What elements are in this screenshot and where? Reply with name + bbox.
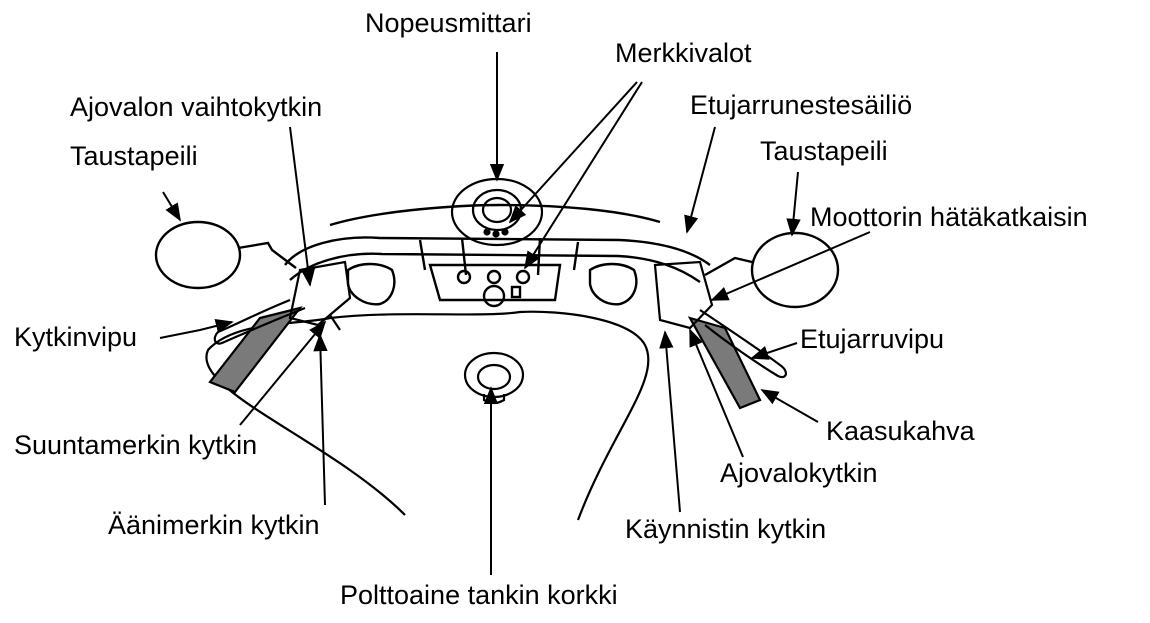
left-mirror [156, 222, 296, 288]
horn-switch-label: Äänimerkin kytkin [108, 512, 320, 539]
throttle-grip-label: Kaasukahva [826, 418, 975, 445]
turn-signal-switch-label: Suuntamerkin kytkin [14, 432, 257, 459]
instrument-cluster [452, 179, 542, 245]
headlight-dimmer-switch-label: Ajovalon vaihtokytkin [70, 94, 322, 121]
leader-horn [320, 335, 325, 505]
right-mirror-label: Taustapeili [760, 138, 888, 165]
clutch-lever-label: Kytkinvipu [14, 324, 137, 351]
leader-right-mirror [792, 172, 798, 235]
left-mirror-label: Taustapeili [70, 143, 198, 170]
leader-headlight-dimmer [290, 127, 310, 285]
indicator-lights-label: Merkkivalot [615, 40, 752, 67]
front-brake-reservoir-label: Etujarrunestesäiliö [690, 92, 912, 119]
leader-left-mirror [163, 192, 180, 220]
leader-engine-stop [712, 232, 870, 300]
right-mirror [705, 233, 838, 307]
leader-throttle-grip [762, 390, 818, 422]
fuel-cap-label: Polttoaine tankin korkki [340, 582, 618, 609]
headlight-switch-label: Ajovalokytkin [720, 460, 878, 487]
speedometer-label: Nopeusmittari [365, 10, 532, 37]
front-brake-lever-label: Etujarruvipu [800, 326, 944, 353]
leader-front-brake-reservoir [687, 127, 715, 232]
leader-indicator-lights-1 [510, 82, 637, 222]
right-grip [655, 262, 786, 408]
engine-stop-switch-label: Moottorin hätäkatkaisin [810, 204, 1088, 231]
left-grip [210, 262, 350, 392]
fuel-cap [465, 353, 523, 403]
leader-starter [665, 332, 680, 512]
starter-switch-label: Käynnistin kytkin [625, 516, 826, 543]
